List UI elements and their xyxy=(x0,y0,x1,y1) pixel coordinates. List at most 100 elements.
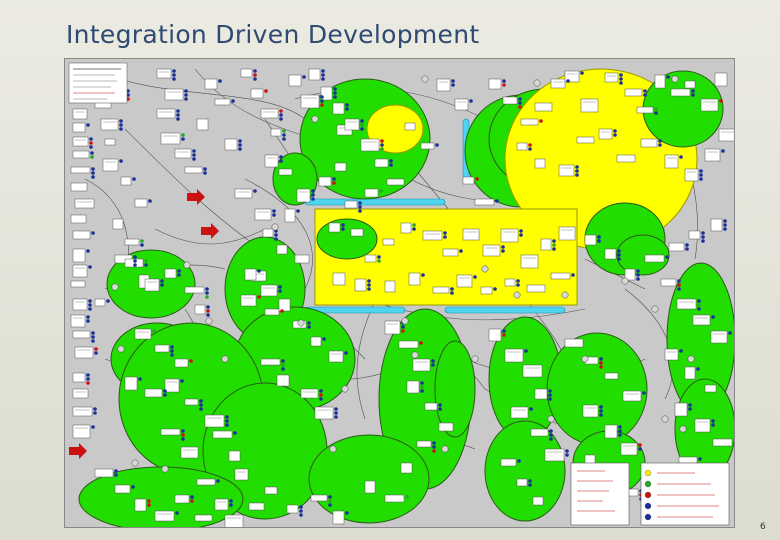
status-dot xyxy=(190,499,194,503)
status-dot xyxy=(86,381,90,385)
status-dot xyxy=(389,159,393,163)
dependency-diagram xyxy=(64,58,741,532)
component-box xyxy=(462,176,475,185)
status-dot xyxy=(723,227,727,231)
component-box xyxy=(250,88,264,99)
red-arrow-markers xyxy=(69,189,219,459)
status-dot xyxy=(233,431,237,435)
component-box xyxy=(604,372,619,380)
component-box xyxy=(70,166,91,174)
status-dot xyxy=(328,495,332,499)
status-dot xyxy=(377,259,381,263)
component-box xyxy=(74,198,95,209)
status-dot xyxy=(677,279,681,283)
status-dot xyxy=(177,273,181,277)
component-box xyxy=(184,166,203,174)
milestone-node xyxy=(421,75,429,83)
component-box xyxy=(224,514,244,529)
status-dot xyxy=(451,83,455,87)
component-box xyxy=(704,384,717,393)
status-dot xyxy=(176,117,180,121)
status-dot xyxy=(172,69,176,73)
status-dot xyxy=(519,233,523,237)
status-dot xyxy=(94,351,98,355)
status-dot xyxy=(199,407,203,411)
status-dot xyxy=(599,357,603,361)
component-box xyxy=(604,248,617,260)
component-box xyxy=(332,102,345,115)
status-dot xyxy=(88,299,92,303)
component-box xyxy=(70,182,88,192)
component-box xyxy=(164,88,184,101)
status-dot xyxy=(199,399,203,403)
status-dot xyxy=(688,403,692,407)
status-dot xyxy=(701,231,705,235)
status-dot xyxy=(360,123,364,127)
status-dot xyxy=(519,229,523,233)
status-dot xyxy=(86,319,90,323)
status-dot xyxy=(360,127,364,131)
component-box xyxy=(204,78,218,90)
status-dot xyxy=(311,193,315,197)
component-box xyxy=(72,264,88,278)
status-dot xyxy=(699,169,703,173)
status-dot xyxy=(654,111,658,115)
status-dot xyxy=(697,299,701,303)
status-dot xyxy=(618,433,622,437)
component-box xyxy=(296,188,311,203)
status-dot xyxy=(421,273,425,277)
component-box xyxy=(124,376,138,391)
status-dot xyxy=(341,227,345,231)
status-dot xyxy=(552,239,556,243)
status-dot xyxy=(90,151,94,155)
component-box xyxy=(550,78,566,89)
dependency-graph-canvas xyxy=(65,59,741,532)
component-box xyxy=(534,102,553,112)
status-dot xyxy=(697,307,701,311)
milestone-node xyxy=(271,223,279,231)
status-dot xyxy=(599,413,603,417)
milestone-node xyxy=(441,445,449,453)
status-dot xyxy=(280,309,284,313)
status-dot xyxy=(334,415,338,419)
status-dot xyxy=(133,263,137,267)
component-box xyxy=(710,218,723,232)
component-box xyxy=(350,228,364,237)
status-dot xyxy=(459,249,463,253)
status-dot xyxy=(319,389,323,393)
milestone-node xyxy=(661,415,669,423)
status-dot xyxy=(119,119,123,123)
status-dot xyxy=(696,367,700,371)
status-dot xyxy=(278,285,282,289)
status-dot xyxy=(181,137,185,141)
status-dot xyxy=(281,359,285,363)
status-dot xyxy=(132,177,136,181)
status-dot xyxy=(677,283,681,287)
status-dot xyxy=(643,93,647,97)
component-box xyxy=(134,328,152,340)
component-box xyxy=(482,244,501,257)
status-dot xyxy=(642,391,646,395)
status-dot xyxy=(358,201,362,205)
status-dot xyxy=(189,359,193,363)
status-dot xyxy=(253,77,257,81)
status-dot xyxy=(549,437,553,441)
component-box xyxy=(544,448,565,462)
status-dot xyxy=(106,299,110,303)
status-dot xyxy=(723,223,727,227)
component-box xyxy=(156,108,176,119)
component-box xyxy=(654,74,666,89)
component-box xyxy=(712,438,733,447)
status-dot xyxy=(86,377,90,381)
component-box xyxy=(278,298,291,312)
component-box xyxy=(284,208,296,223)
status-dot xyxy=(699,177,703,181)
component-box xyxy=(624,88,643,97)
status-dot xyxy=(420,389,424,393)
component-box xyxy=(660,278,677,287)
status-dot xyxy=(163,389,167,393)
component-box xyxy=(534,388,548,400)
status-dot xyxy=(431,363,435,367)
component-box xyxy=(480,286,493,295)
component-box xyxy=(102,158,119,172)
